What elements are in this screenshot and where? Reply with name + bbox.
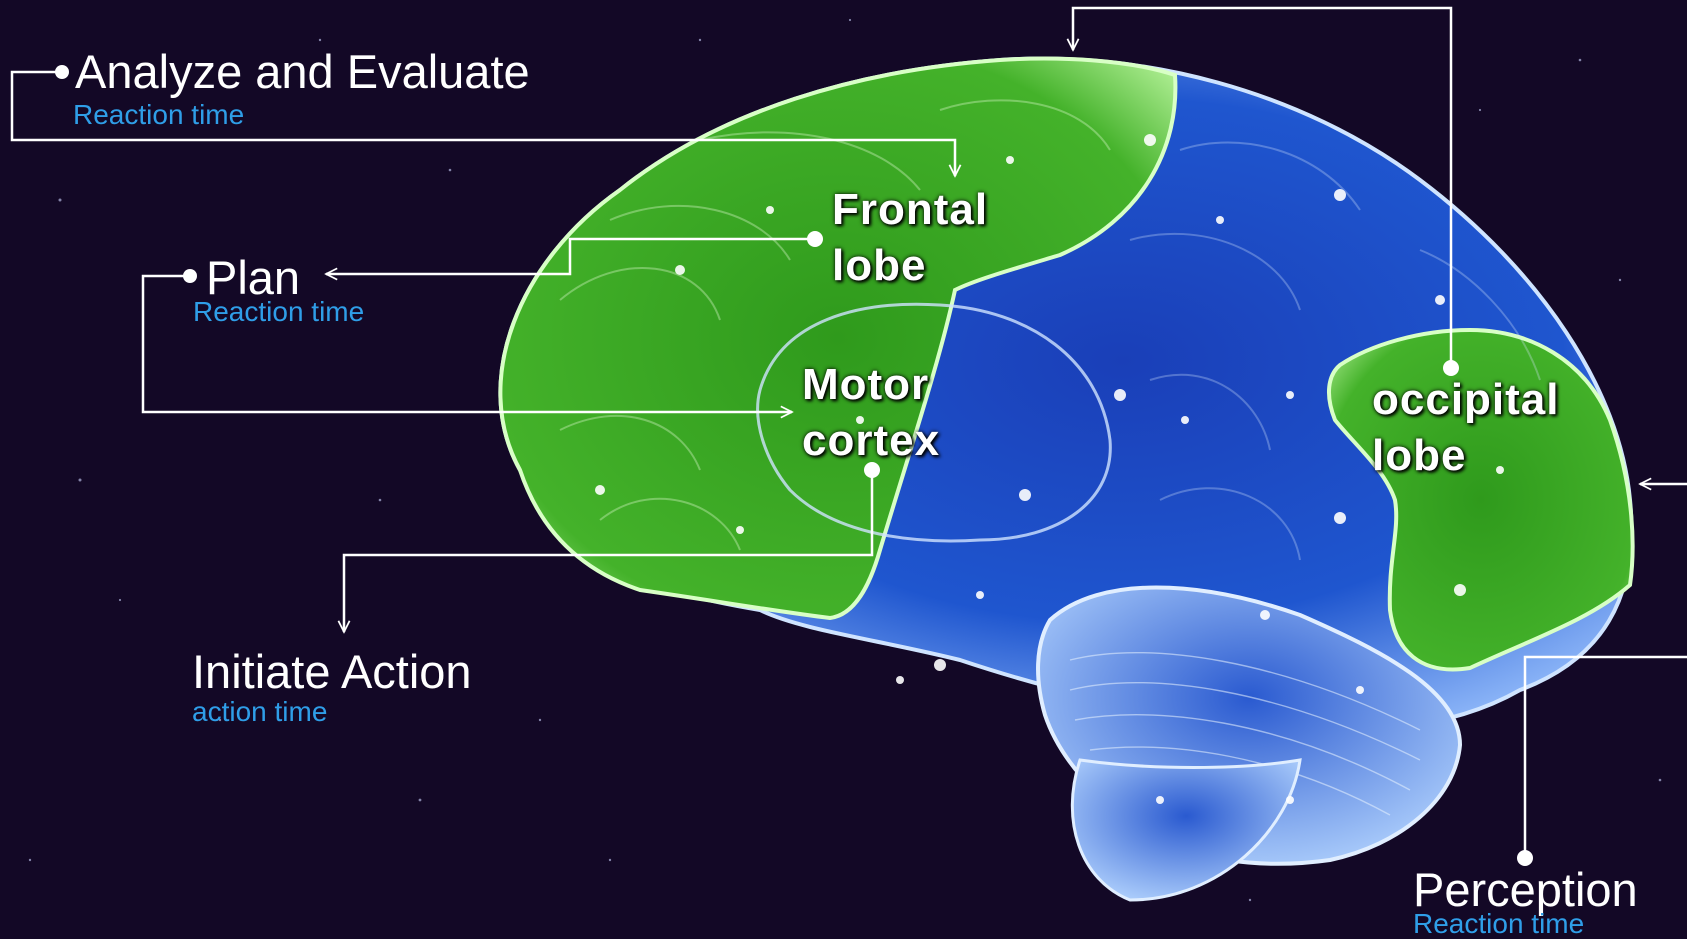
- connector-plan-left: [141, 274, 792, 412]
- occipital-lobe-region: [1327, 327, 1635, 672]
- plan-title: Plan: [206, 251, 301, 304]
- motor-cortex-line1: Motor: [802, 360, 930, 409]
- connectors: [10, 6, 1687, 858]
- frontal-lobe-label: Frontal lobe: [832, 182, 988, 294]
- star-field: [28, 18, 1662, 902]
- brain-folds: [559, 99, 1111, 551]
- plan-step: Plan Reaction time: [193, 251, 364, 326]
- analyze-subtitle: Reaction time: [73, 99, 245, 130]
- temporal-lobe-outline: [756, 302, 1112, 543]
- occipital-lobe-line2: lobe: [1372, 431, 1467, 480]
- occipital-lobe-label: occipital lobe: [1372, 372, 1560, 484]
- motor-cortex-label: Motor cortex: [802, 357, 940, 469]
- brainstem: [1070, 758, 1302, 902]
- motor-cortex-line2: cortex: [802, 416, 941, 465]
- connector-motor: [344, 470, 874, 632]
- occipital-lobe-line1: occipital: [1372, 375, 1560, 424]
- perception-subtitle: Reaction time: [1413, 908, 1585, 939]
- connector-plan-right: [326, 237, 815, 274]
- connector-perception: [1523, 655, 1687, 858]
- neuron-sparkles: [595, 134, 1504, 804]
- cerebellum-folds: [1069, 651, 1421, 816]
- perception-step: Perception Reaction time: [1413, 866, 1638, 938]
- analyze-step: Analyze and Evaluate Reaction time: [73, 45, 530, 130]
- analyze-title: Analyze and Evaluate: [75, 45, 530, 98]
- perception-title: Perception: [1413, 863, 1638, 916]
- brain-folds-blue: [1129, 141, 1541, 561]
- frontal-lobe-region: [498, 56, 1178, 621]
- connector-occipital: [1073, 6, 1453, 368]
- initiate-step: Initiate Action action time: [192, 648, 472, 726]
- plan-subtitle: Reaction time: [193, 296, 365, 327]
- frontal-lobe-line1: Frontal: [832, 185, 989, 234]
- connector-analyze: [10, 70, 955, 176]
- initiate-subtitle: action time: [192, 696, 328, 727]
- connector-dots: [55, 65, 1533, 866]
- frontal-lobe-line2: lobe: [832, 241, 927, 290]
- initiate-title: Initiate Action: [192, 645, 472, 698]
